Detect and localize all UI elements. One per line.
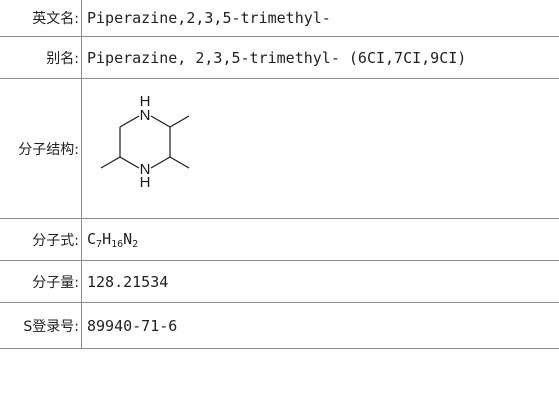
- label-formula: 分子式:: [0, 218, 82, 261]
- molecular-structure-diagram: H N N H: [100, 93, 190, 191]
- row-alias: 别名: Piperazine, 2,3,5-trimethyl- (6CI,7C…: [0, 36, 559, 79]
- bond-4: [150, 155, 171, 169]
- label-molecular-weight: 分子量:: [0, 260, 82, 303]
- structure-cell: H N N H: [81, 78, 559, 219]
- formula-c: C: [87, 229, 97, 248]
- label-alias: 别名:: [0, 36, 82, 79]
- bond-2: [150, 114, 171, 128]
- bond-5: [119, 155, 140, 169]
- value-cas-number: 89940-71-6: [81, 302, 559, 349]
- formula-h-count: 16: [111, 238, 124, 250]
- atom-bottom-n: N: [140, 161, 151, 178]
- bond-1: [119, 114, 140, 128]
- formula-n-count: 2: [132, 238, 139, 250]
- value-english-name: Piperazine,2,3,5-trimethyl-: [81, 0, 559, 37]
- value-molecular-weight: 128.21534: [81, 260, 559, 303]
- compound-info-table: 英文名: Piperazine,2,3,5-trimethyl- 别名: Pip…: [0, 0, 559, 349]
- row-english-name: 英文名: Piperazine,2,3,5-trimethyl-: [0, 0, 559, 37]
- row-formula: 分子式: C7H16N2: [0, 218, 559, 261]
- value-alias: Piperazine, 2,3,5-trimethyl- (6CI,7CI,9C…: [81, 36, 559, 79]
- formula-h: H: [102, 229, 112, 248]
- methyl-bond-2: [169, 155, 190, 169]
- row-structure: 分子结构: H N N H: [0, 78, 559, 219]
- atom-top-n: N: [140, 107, 151, 124]
- methyl-bond-3: [100, 155, 121, 169]
- row-molecular-weight: 分子量: 128.21534: [0, 260, 559, 303]
- formula-n: N: [123, 229, 133, 248]
- label-english-name: 英文名:: [0, 0, 82, 37]
- structure-bonds: [100, 114, 190, 169]
- row-cas-number: S登录号: 89940-71-6: [0, 302, 559, 349]
- atom-bottom-h: H: [140, 174, 151, 191]
- formula-c-count: 7: [96, 238, 103, 250]
- methyl-bond-1: [169, 114, 190, 128]
- value-formula: C7H16N2: [81, 218, 559, 261]
- atom-top-h: H: [140, 93, 151, 110]
- label-cas-number: S登录号:: [0, 302, 82, 349]
- label-structure: 分子结构:: [0, 78, 82, 219]
